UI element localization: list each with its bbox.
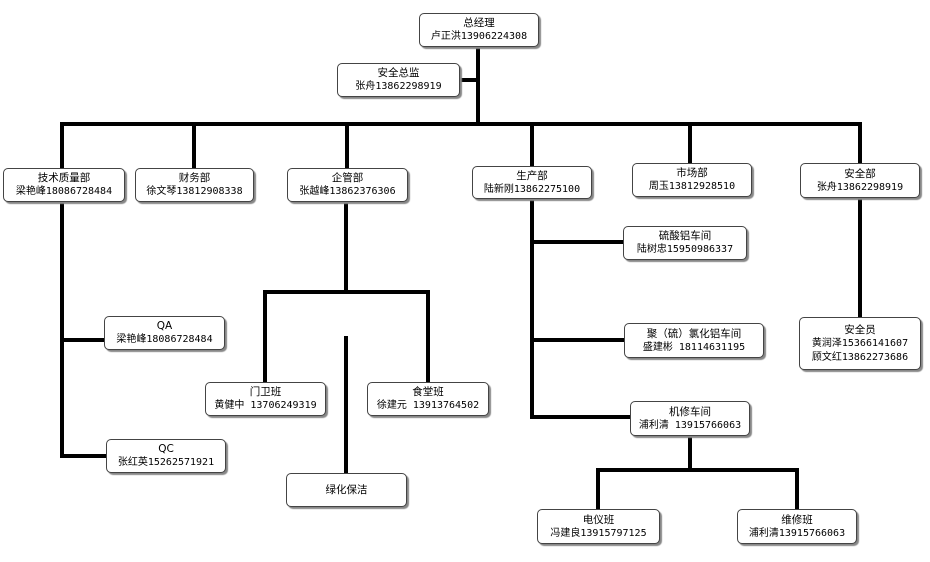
node-contact: 浦利清13915766063 (748, 527, 846, 539)
node-repair-workshop: 机修车间 浦利清 13915766063 (630, 401, 750, 436)
node-contact: 徐文琴13812908338 (146, 186, 243, 197)
node-contact: 黄健中 13706249319 (214, 400, 317, 411)
node-title: QA (156, 320, 173, 332)
node-contact: 梁艳峰18086728484 (15, 186, 113, 197)
node-safety-officer: 安全员 黄润泽15366141607 顾文红13862273686 (799, 317, 921, 370)
node-title: 机修车间 (669, 405, 711, 418)
node-guard-team: 门卫班 黄健中 13706249319 (205, 382, 326, 416)
node-title: 安全员 (844, 323, 876, 336)
node-general-manager: 总经理 卢正洪13906224308 (419, 13, 539, 47)
node-electric-team: 电仪班 冯建良13915797125 (537, 509, 660, 544)
node-qc: QC 张红英15262571921 (106, 439, 226, 473)
node-contact: 张越峰13862376306 (299, 186, 396, 197)
node-qa: QA 梁艳峰18086728484 (104, 316, 225, 350)
node-title: 门卫班 (249, 386, 282, 398)
node-title: 技术质量部 (37, 172, 91, 184)
node-safety-director: 安全总监 张舟13862298919 (337, 63, 460, 97)
node-title: 食堂班 (412, 386, 444, 398)
node-greening-cleaning: 绿化保洁 (286, 473, 407, 507)
node-title: 生产部 (516, 169, 548, 182)
node-contact: 周玉13812928510 (648, 181, 736, 192)
node-production-dept: 生产部 陆新刚13862275100 (472, 166, 592, 199)
node-title: QC (158, 443, 174, 455)
node-contact: 冯建良13915797125 (550, 527, 647, 539)
node-title: 财务部 (178, 172, 211, 184)
node-title: 维修班 (781, 513, 813, 526)
node-title: 电仪班 (582, 513, 615, 526)
node-title: 聚（硫）氯化铝车间 (646, 327, 742, 340)
node-title: 硫酸铝车间 (658, 230, 712, 242)
node-contact: 张舟13862298919 (816, 181, 904, 193)
node-contact: 顾文红13862273686 (811, 351, 909, 363)
node-contact: 徐建元 13913764502 (376, 400, 480, 411)
node-contact: 盛建彬 18114631195 (642, 341, 746, 353)
node-title: 总经理 (463, 17, 495, 29)
node-canteen-team: 食堂班 徐建元 13913764502 (367, 382, 489, 416)
node-pac-workshop: 聚（硫）氯化铝车间 盛建彬 18114631195 (624, 323, 764, 358)
node-contact: 浦利清 13915766063 (638, 419, 742, 431)
node-admin-dept: 企管部 张越峰13862376306 (287, 168, 408, 202)
node-contact: 陆新刚13862275100 (483, 183, 581, 195)
node-contact: 陆树忠15950986337 (636, 244, 734, 255)
node-market-dept: 市场部 周玉13812928510 (632, 163, 752, 197)
node-contact: 张红英15262571921 (117, 457, 215, 468)
node-title: 市场部 (676, 167, 708, 179)
node-title: 绿化保洁 (325, 484, 368, 496)
node-contact: 张舟13862298919 (355, 81, 442, 92)
node-maintenance-team: 维修班 浦利清13915766063 (737, 509, 857, 544)
node-tech-quality-dept: 技术质量部 梁艳峰18086728484 (3, 168, 125, 202)
node-title: 安全部 (844, 167, 876, 180)
node-title: 企管部 (331, 172, 364, 184)
node-sulfate-workshop: 硫酸铝车间 陆树忠15950986337 (623, 226, 747, 260)
node-finance-dept: 财务部 徐文琴13812908338 (135, 168, 254, 202)
node-safety-dept: 安全部 张舟13862298919 (800, 163, 920, 198)
node-contact: 黄润泽15366141607 (811, 337, 909, 349)
node-contact: 卢正洪13906224308 (430, 31, 528, 42)
node-contact: 梁艳峰18086728484 (116, 334, 213, 345)
node-title: 安全总监 (377, 67, 420, 79)
